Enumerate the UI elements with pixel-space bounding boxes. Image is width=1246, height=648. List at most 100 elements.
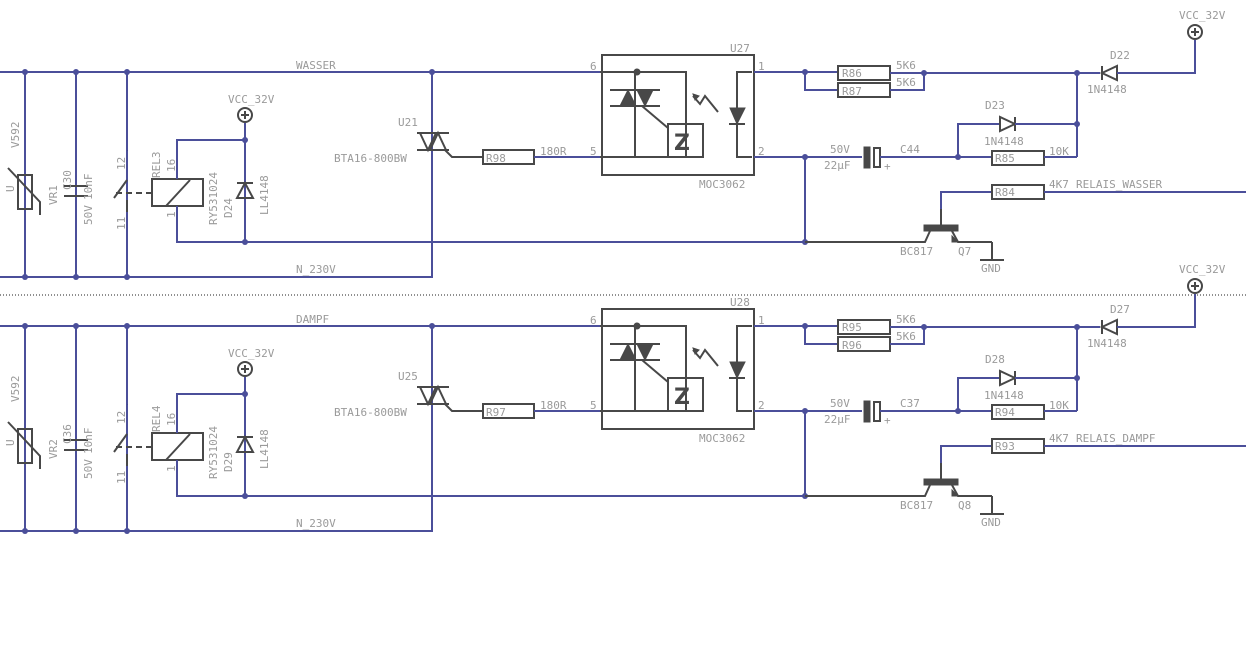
wire: [890, 73, 925, 91]
junction-dot: [921, 70, 927, 76]
opto-pin: 1: [758, 314, 765, 327]
supply-label: VCC_32V: [1179, 263, 1226, 276]
relay-coil-slash: [165, 179, 191, 207]
net-label-neutral: N_230V: [296, 517, 336, 530]
relay-coil-pin: 1: [165, 211, 178, 218]
electrolytic-cap-icon: [863, 146, 871, 169]
capacitor-voltage: 50V: [82, 459, 95, 479]
diode-icon: [235, 434, 255, 453]
junction-dot: [242, 239, 248, 245]
opto-pin: 6: [590, 314, 597, 327]
junction-dot: [73, 274, 79, 280]
varistor-icon: [17, 428, 33, 464]
light-arrow: [692, 348, 719, 367]
gnd-label: GND: [981, 262, 1001, 275]
triac-gate: [444, 149, 483, 158]
triac-name: U25: [398, 370, 418, 383]
coil-return-wire: [176, 460, 805, 497]
varistor-glyph: U: [4, 185, 17, 192]
relay-coil-pin: 16: [165, 413, 178, 426]
transistor-name: Q7: [958, 245, 971, 258]
coil-wire: [176, 139, 245, 179]
electrolytic-cap-icon: [863, 400, 871, 423]
net-label-control: RELAIS_DAMPF: [1076, 432, 1155, 445]
opto-pin: 5: [590, 145, 597, 158]
junction-dot: [242, 137, 248, 143]
diode-name: D28: [985, 353, 1005, 366]
transistor-icon: [923, 478, 959, 486]
coil-wire: [176, 393, 245, 433]
diode-name: D24: [222, 198, 235, 218]
optocoupler-icon: [601, 308, 755, 430]
electrolytic-cap-icon: [873, 147, 881, 168]
supply-label: VCC_32V: [228, 93, 275, 106]
capacitor-value: 22µF: [824, 413, 851, 426]
zero-cross-glyph: Z: [674, 131, 690, 156]
resistor-value: 5K6: [896, 59, 916, 72]
junction-dot: [429, 323, 435, 329]
resistor-value: 4K7: [1049, 432, 1069, 445]
transistor-name: Q8: [958, 499, 971, 512]
diode-name: D23: [985, 99, 1005, 112]
opto-gate-line: [641, 105, 669, 129]
diode-icon: [1099, 318, 1118, 336]
zero-cross-icon: [667, 377, 704, 412]
junction-dot: [802, 69, 808, 75]
wire: [890, 327, 925, 345]
light-arrow-head: [692, 347, 700, 355]
emitter-arrow: [951, 488, 960, 497]
capacitor-voltage: 50V: [82, 205, 95, 225]
resistor-value: 10K: [1049, 145, 1069, 158]
triac-icon: [418, 132, 438, 153]
relay-coil-pin: 1: [165, 465, 178, 472]
led-icon: [729, 107, 746, 126]
transistor-collector: [805, 484, 931, 497]
triac-icon: [428, 130, 448, 151]
triac-icon: [418, 386, 438, 407]
varistor-name: VR2: [47, 439, 60, 459]
emitter-arrow: [951, 234, 960, 243]
resistor-name: R85: [995, 152, 1015, 165]
capacitor-voltage: 50V: [830, 397, 850, 410]
resistor-name: R84: [995, 186, 1015, 199]
diode-part: LL4148: [258, 429, 271, 469]
junction-dot: [22, 69, 28, 75]
diode-icon: [999, 115, 1018, 133]
junction-dot: [124, 323, 130, 329]
light-arrow-head: [692, 93, 700, 101]
relay-contact-blade: [113, 433, 128, 453]
vcc-supply-icon: [237, 361, 253, 377]
opto-pin: 6: [590, 60, 597, 73]
transistor-part: BC817: [900, 499, 933, 512]
transistor-emitter: [951, 484, 992, 497]
resistor-name: R87: [842, 85, 862, 98]
opto-name: U27: [730, 42, 750, 55]
triac-name: U21: [398, 116, 418, 129]
opto-dot: [633, 68, 641, 76]
diode-icon: [235, 180, 255, 199]
relay-pin-label: 11: [115, 471, 128, 484]
relay-part: RY531024: [207, 426, 220, 479]
junction-dot: [22, 323, 28, 329]
opto-internal: [600, 325, 687, 411]
wire: [1117, 294, 1196, 328]
junction-dot: [73, 528, 79, 534]
relay-pin-label: 12: [115, 157, 128, 170]
diode-part: 1N4148: [984, 135, 1024, 148]
relay-name: REL4: [150, 405, 163, 432]
junction-dot: [124, 69, 130, 75]
light-arrow: [692, 94, 719, 113]
triac-part: BTA16-800BW: [334, 406, 407, 419]
resistor-value: 5K6: [896, 330, 916, 343]
opto-pin: 2: [758, 145, 765, 158]
net-label-input: DAMPF: [296, 313, 329, 326]
relay-coil-pin: 16: [165, 159, 178, 172]
opto-name: U28: [730, 296, 750, 309]
triac-part: BTA16-800BW: [334, 152, 407, 165]
capacitor-value: 10nF: [82, 174, 95, 201]
capacitor-name: C44: [900, 143, 920, 156]
transistor-collector: [805, 230, 931, 243]
capacitor-name: C37: [900, 397, 920, 410]
